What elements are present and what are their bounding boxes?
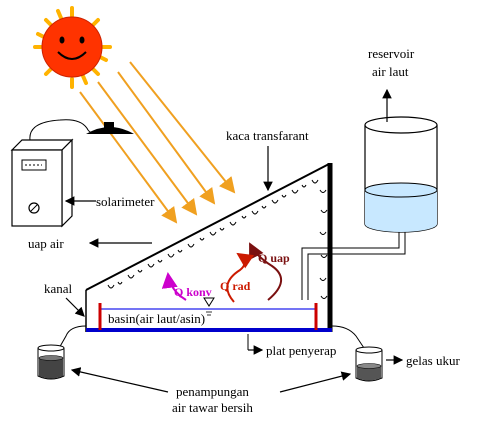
solar-still-body [85, 163, 333, 332]
sun-icon [33, 6, 112, 89]
solarimeter-label: solarimeter [96, 194, 155, 209]
kanal-pointer [65, 297, 85, 317]
water-level-marker [203, 297, 215, 307]
basin-label: basin(air laut/asin) [108, 311, 205, 326]
pyranometer-sensor-icon [86, 122, 134, 134]
gelas-ukur-label: gelas ukur [406, 353, 460, 368]
supply-pipe [301, 232, 406, 268]
penampungan-right-arrow [279, 371, 352, 393]
kanal-label: kanal [44, 281, 73, 296]
beaker-icon [37, 344, 65, 380]
q-rad-label: Q rad [220, 279, 251, 293]
penampungan-label-2: air tawar bersih [172, 400, 253, 415]
reservoir-tank-icon [364, 116, 438, 233]
kaca-transfarant-label: kaca transfarant [226, 128, 309, 143]
q-konv-arrow [161, 272, 187, 301]
penampungan-left-arrow [70, 367, 169, 393]
plat-penyerap-label: plat penyerap [266, 343, 336, 358]
beaker-icon-2 [355, 346, 383, 382]
q-konv-label: Q konv [174, 285, 212, 299]
uap-air-label: uap air [28, 236, 64, 251]
reservoir-label-2: air laut [372, 64, 409, 79]
condensation-droplets [107, 179, 328, 299]
q-rad-arrow [226, 252, 255, 303]
left-outlet-tube [57, 325, 87, 351]
right-outlet-tube [331, 325, 365, 349]
solarimeter-device-icon [10, 138, 74, 228]
q-uap-label: Q uap [258, 251, 290, 265]
glass-cover [85, 163, 330, 291]
penampungan-label-1: penampungan [176, 384, 249, 399]
light-rays [79, 61, 236, 224]
q-uap-arrow [249, 242, 282, 301]
reservoir-label-1: reservoir [368, 46, 415, 61]
